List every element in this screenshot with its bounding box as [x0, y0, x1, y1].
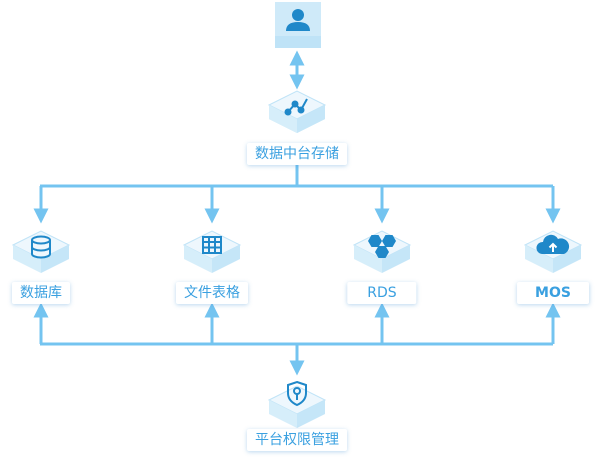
- rds-node: [352, 230, 412, 273]
- database-label: 数据库: [12, 282, 70, 304]
- spreadsheet-label: 文件表格: [176, 282, 248, 304]
- database-node: [11, 230, 71, 273]
- rds-label: RDS: [347, 282, 417, 304]
- hexagon-cluster-icon: [368, 235, 396, 258]
- shield-key-icon: [287, 380, 307, 407]
- cloud-upload-icon: [536, 234, 570, 254]
- table-grid-icon: [202, 236, 222, 254]
- share-nodes-icon: [284, 98, 308, 116]
- spreadsheet-node: [182, 230, 242, 273]
- mos-label: MOS: [517, 282, 589, 304]
- permission-node: [267, 380, 327, 428]
- mos-node: [523, 230, 583, 273]
- database-icon: [31, 235, 51, 259]
- user-node: [275, 2, 321, 48]
- user-icon: [286, 9, 310, 31]
- connectors: [33, 50, 561, 376]
- hub-node: [267, 90, 327, 133]
- hub-label: 数据中台存储: [247, 143, 347, 165]
- permission-label: 平台权限管理: [247, 429, 347, 451]
